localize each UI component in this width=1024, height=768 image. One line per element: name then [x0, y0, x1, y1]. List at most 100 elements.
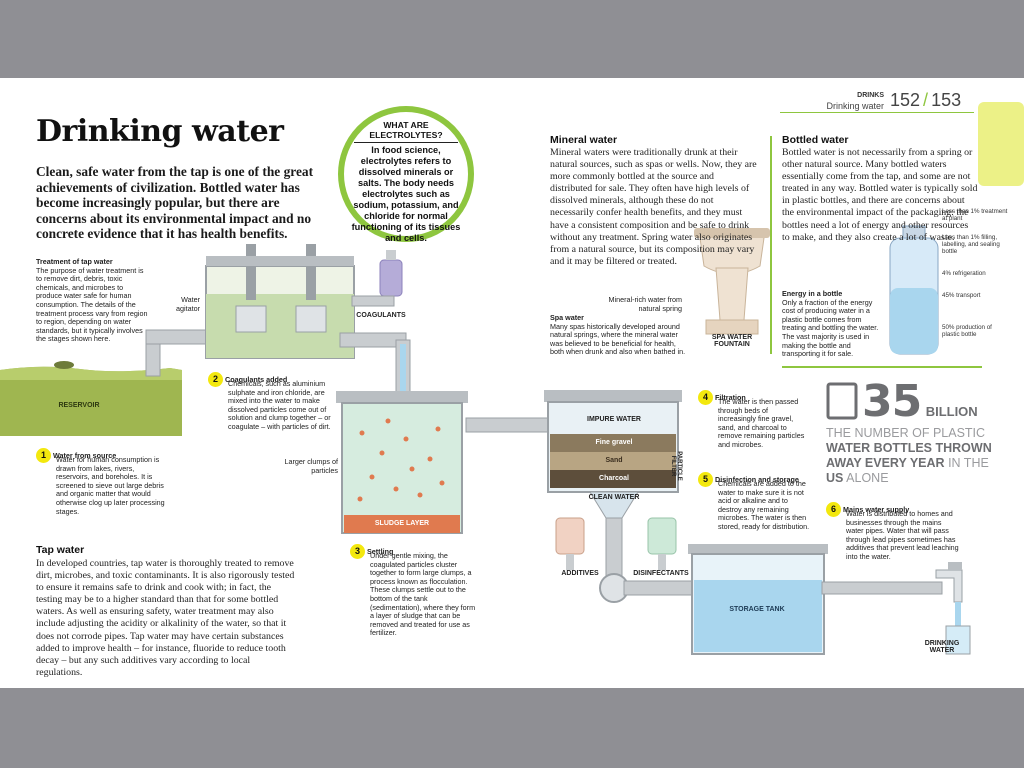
pipe-to-filter [465, 417, 551, 433]
mineral-water-heading: Mineral water [550, 134, 618, 146]
step-5-title: Disinfection and storage [715, 475, 799, 484]
step-6-title: Mains water supply [843, 505, 910, 514]
fountain-label: SPA WATER FOUNTAIN [711, 334, 753, 348]
fountain-lid [694, 228, 770, 238]
step-1-text: Water for human consumption is drawn fro… [56, 455, 165, 516]
energy-section: Energy in a bottle Only a fraction of th… [782, 289, 882, 359]
stat-line-2: WATER BOTTLES THROWN [826, 441, 992, 455]
treatment-heading: Treatment of tap water [36, 257, 113, 266]
stat-caption: THE NUMBER OF PLASTIC WATER BOTTLES THRO… [826, 426, 996, 486]
fountain-stem [715, 267, 749, 326]
fountain-note: Mineral-rich water from natural spring [608, 295, 683, 313]
coagulants-label: COAGULANTS [356, 312, 406, 319]
intake-pipe-horizontal [145, 329, 213, 345]
stat-line-4-bold: US [826, 471, 844, 485]
header-section: DRINKS [857, 92, 884, 99]
stat-number: 35 [862, 376, 922, 427]
stat-line-3-bold: AWAY EVERY YEAR [826, 456, 945, 470]
larger-clumps-label: Larger clumps of particles [284, 457, 338, 475]
particle-filter-label: PARTICLE FILTER [670, 451, 682, 481]
mineral-water-section: Mineral water Mineral waters were tradit… [550, 134, 758, 268]
step-4: 4 Filtration The water is then passed th… [698, 390, 806, 450]
bottled-water-heading: Bottled water [782, 134, 849, 146]
step-1: 1 Water from source Water for human cons… [36, 448, 166, 516]
step-3: 3 Settling Under gentle mixing, the coag… [350, 544, 476, 638]
spa-water-heading: Spa water [550, 313, 584, 322]
electrolytes-heading-line1: WHAT ARE [383, 120, 429, 130]
intro-text: Clean, safe water from the tap is one of… [36, 164, 314, 241]
stat-line-1: THE NUMBER OF PLASTIC [826, 426, 986, 440]
bottle-water [890, 288, 938, 354]
step-1-title: Water from source [53, 451, 117, 460]
impure-water-label: IMPURE WATER [587, 416, 641, 423]
trash-can-icon [826, 382, 858, 420]
book-spread: Drinking water Clean, safe water from th… [0, 78, 1024, 688]
coagulant-bottle [379, 259, 403, 297]
sand-layer [550, 452, 676, 470]
drinking-water-label: DRINKING WATER [924, 640, 960, 654]
step-2: 2 Coagulants added Chemicals, such as al… [208, 372, 338, 432]
tap-water-section: Tap water In developed countries, tap wa… [36, 544, 298, 679]
step-6: 6 Mains water supply Water is distribute… [826, 502, 960, 562]
clean-water-label: CLEAN WATER [588, 494, 640, 501]
step-1-badge: 1 [36, 448, 51, 463]
settling-tank-lid [336, 391, 468, 403]
stat-line-4-rest: ALONE [846, 471, 889, 485]
tap-water-stream [955, 602, 961, 626]
settling-particles [357, 418, 445, 502]
step-6-badge: 6 [826, 502, 841, 517]
drinking-glass [945, 625, 971, 655]
header-rule [780, 112, 974, 113]
reservoir-label: RESERVOIR [58, 402, 100, 409]
electrolytes-text: In food science, electrolytes refers to … [351, 145, 461, 243]
additives-bottle [555, 517, 585, 555]
storage-tank-water [694, 580, 822, 652]
energy-label-5: 50% production of plastic bottle [942, 324, 992, 339]
step-2-title: Coagulants added [225, 375, 288, 384]
additives-label: ADDITIVES [561, 570, 599, 577]
disinfectants-label: DISINFECTANTS [633, 570, 689, 577]
stat-line-3-rest: IN THE [948, 456, 989, 470]
disinfectants-pipe [658, 554, 666, 570]
energy-text: Only a fraction of the energy cost of pr… [782, 297, 879, 359]
page-number-left: 152 [890, 90, 921, 110]
reservoir-debris [54, 361, 74, 369]
tap-handle [948, 562, 962, 570]
column-divider [770, 136, 772, 354]
settling-tank [341, 402, 463, 534]
agitator-paddle-1 [235, 305, 267, 333]
energy-label-3: 4% refrigeration [942, 270, 986, 277]
step-3-title: Settling [367, 547, 394, 556]
step-6-text: Water is distributed to homes and busine… [846, 509, 959, 561]
coagulation-tank-lid [206, 256, 354, 266]
fine-gravel-label: Fine gravel [595, 439, 633, 446]
coagulant-bottle-cap [386, 250, 396, 260]
storage-tank-label: STORAGE TANK [729, 606, 785, 613]
step-5-text: Chemicals are added to the water to make… [718, 479, 810, 531]
fountain-base [705, 319, 759, 335]
coagulation-tank-water [206, 294, 354, 358]
energy-heading: Energy in a bottle [782, 289, 843, 298]
energy-label-2: Less than 1% filling, labelling, and sea… [942, 234, 1000, 256]
pipe-flow-settling [400, 344, 406, 424]
water-treatment-diagram [0, 102, 1024, 655]
reservoir-surface [0, 366, 182, 380]
sludge-layer-shape [344, 515, 460, 533]
step-3-text: Under gentle mixing, the coagulated part… [370, 551, 476, 638]
treatment-text: The purpose of water treatment is to rem… [36, 265, 148, 344]
page-number-right: 153 [931, 90, 962, 110]
agitator-paddle-2 [295, 305, 327, 333]
mineral-water-text: Mineral waters were traditionally drunk … [550, 147, 757, 267]
step-4-badge: 4 [698, 390, 713, 405]
treatment-block: Treatment of tap water The purpose of wa… [36, 257, 148, 344]
tap-water-text: In developed countries, tap water is tho… [36, 558, 295, 678]
fine-gravel-layer [550, 434, 676, 452]
energy-label-1: Less than 1% treatment at plant [942, 208, 1008, 223]
step-2-badge: 2 [208, 372, 223, 387]
electrolytes-callout [338, 106, 474, 242]
reservoir-shape [0, 366, 182, 436]
coagulant-pipe [351, 295, 395, 307]
filter-tank-lid [544, 390, 682, 402]
agitator-shaft-2 [306, 244, 316, 300]
stat-unit: BILLION [925, 404, 978, 419]
